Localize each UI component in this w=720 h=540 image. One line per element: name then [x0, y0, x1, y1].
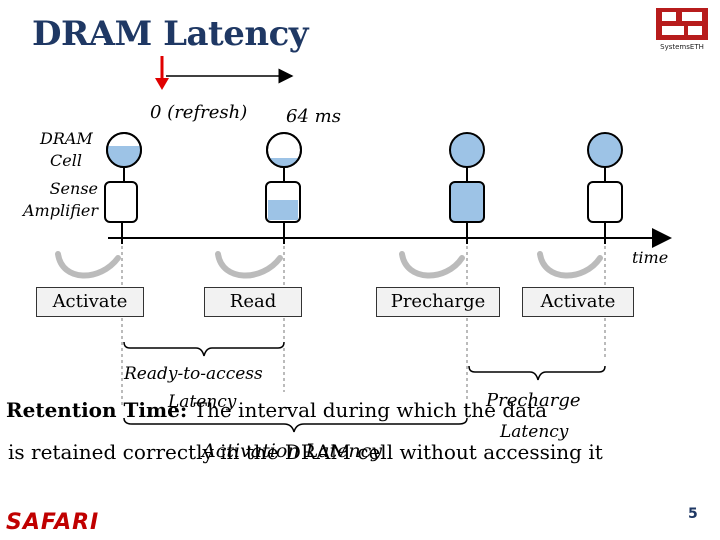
caption-line-2: is retained correctly in the DRAM cell w… — [8, 440, 603, 464]
dram-cell-1 — [104, 132, 142, 236]
caption-line-1: Retention Time: The interval during whic… — [6, 398, 547, 422]
safari-logo: SAFARI — [6, 510, 100, 535]
activation-latency-label: Activation Latency — [202, 440, 382, 462]
page-number: 5 — [688, 506, 698, 522]
ready-to-access-label: Ready-to-access — [124, 364, 263, 384]
retention-time-term: Retention Time: — [6, 398, 188, 422]
latency-braces — [123, 341, 606, 433]
time-axis-label: time — [632, 248, 669, 267]
step-activate-2: Activate — [522, 287, 634, 317]
step-read: Read — [204, 287, 302, 317]
precharge-latency-label: Latency — [500, 422, 569, 442]
refresh-label: 0 (refresh) — [150, 102, 248, 123]
refresh-arrow — [155, 56, 169, 90]
caption-line-1-rest: The interval during which the data — [187, 398, 548, 422]
sense-amplifier-label: Sense Amplifier — [23, 179, 98, 220]
eth-systems-logo: SystemsETH — [656, 8, 708, 51]
slide-title: DRAM Latency — [32, 14, 309, 54]
dram-cell-label: DRAM Cell — [40, 129, 93, 170]
dram-cell-3 — [449, 132, 485, 236]
step-activate-1: Activate — [36, 287, 144, 317]
dram-cell-4 — [587, 132, 623, 236]
interval-label: 64 ms — [286, 106, 341, 127]
step-precharge: Precharge — [376, 287, 500, 317]
step-curved-arrows — [55, 251, 603, 279]
dram-cell-2 — [265, 132, 302, 236]
ready-latency-label: Latency — [168, 392, 237, 412]
time-axis — [108, 228, 672, 248]
eth-logo-text: SystemsETH — [660, 43, 704, 51]
precharge-label: Precharge — [486, 390, 581, 411]
